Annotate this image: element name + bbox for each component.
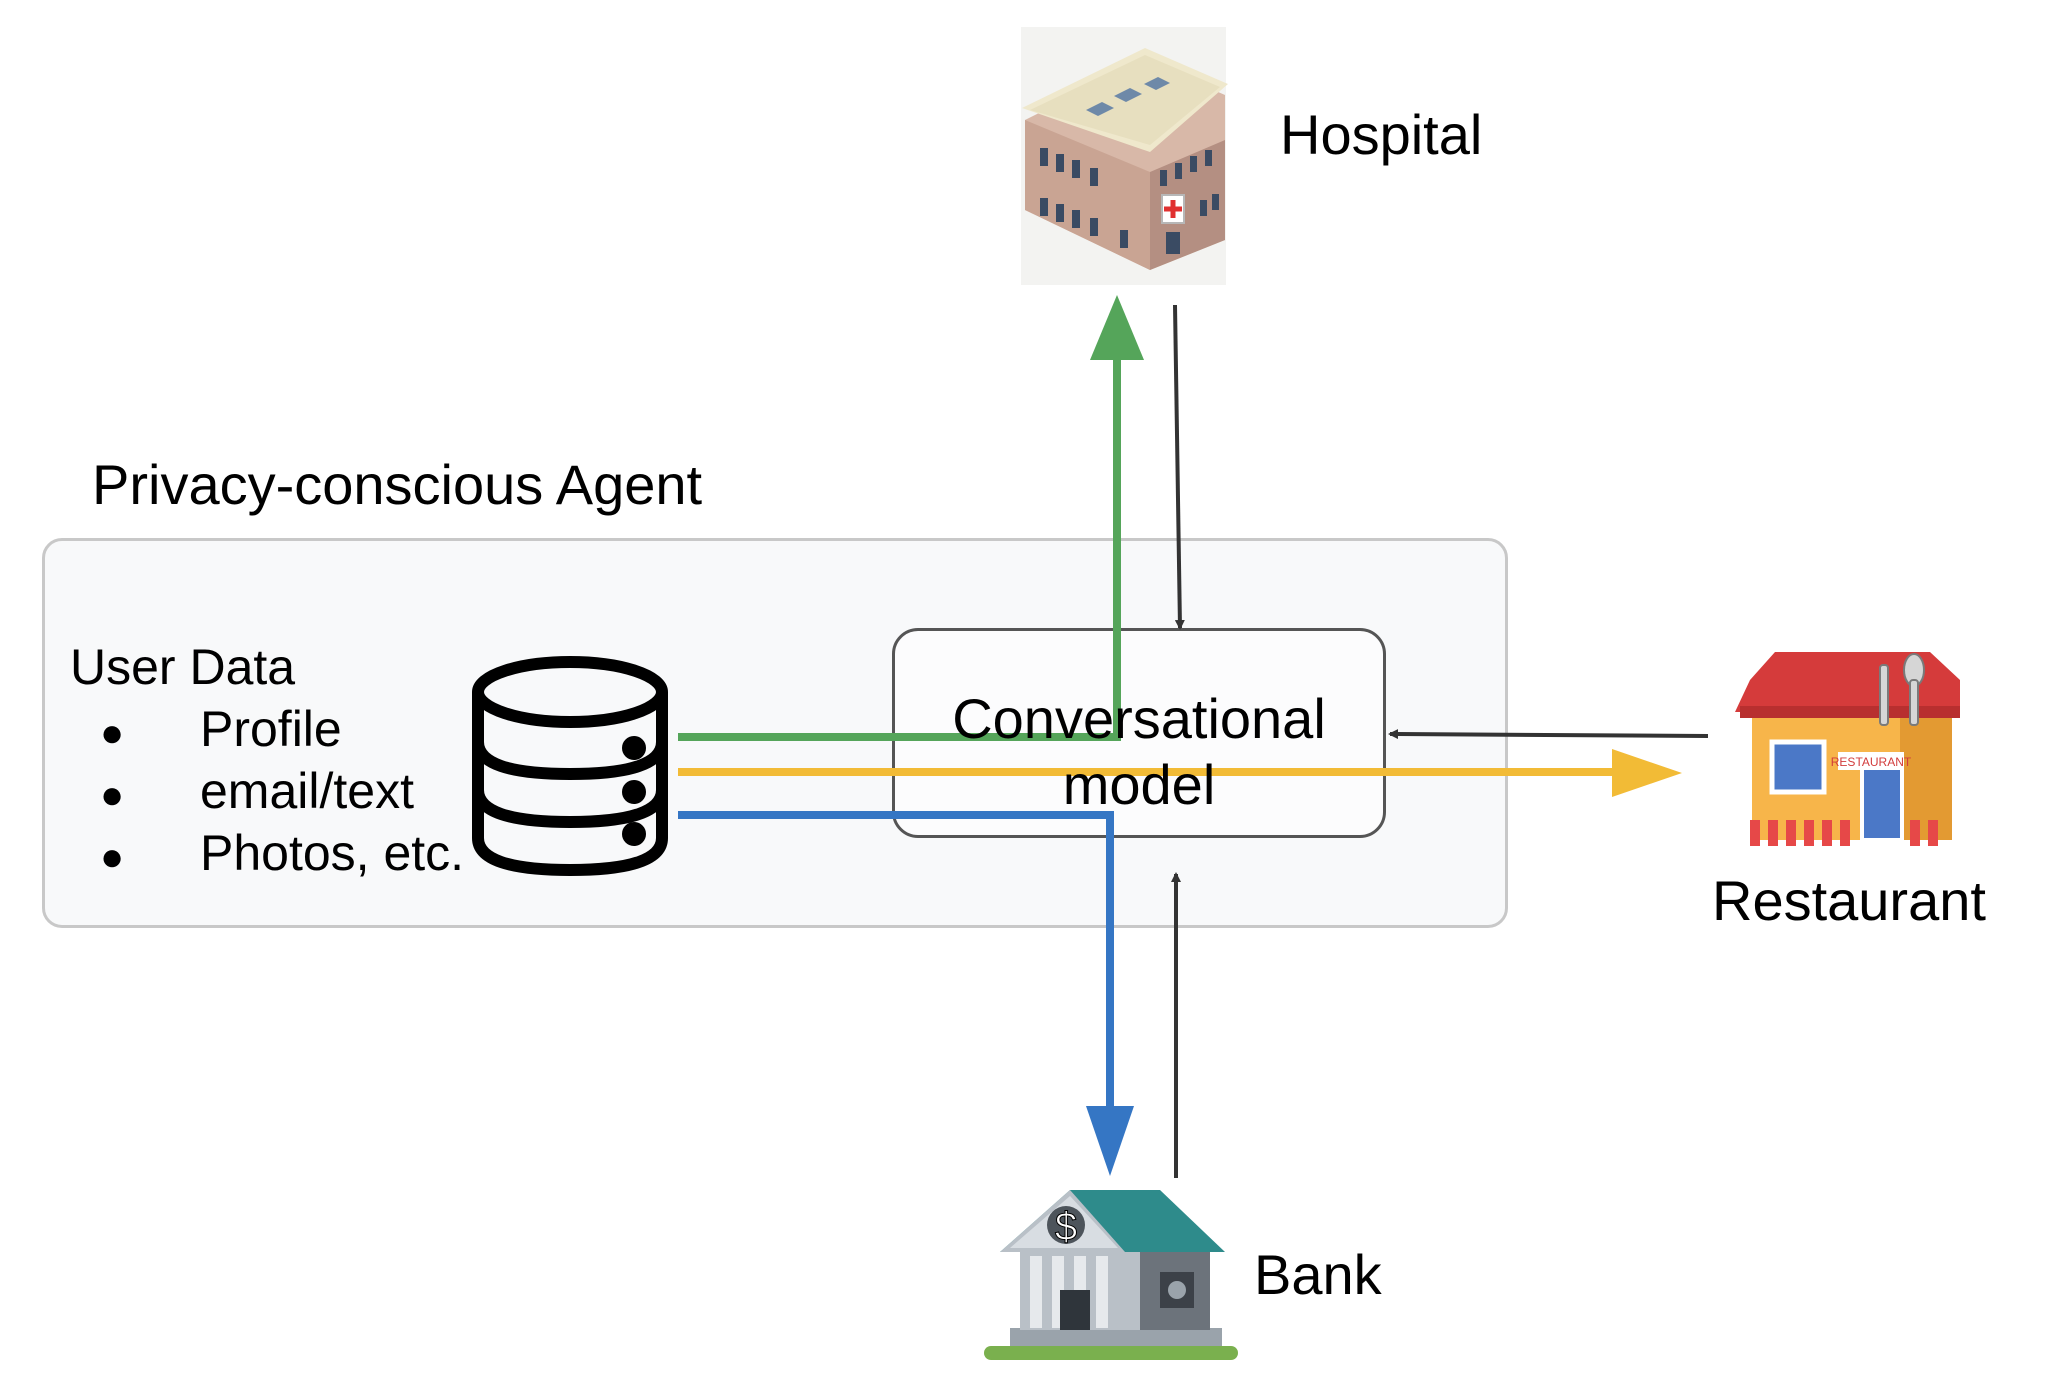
bullet: ● — [100, 835, 125, 879]
bullet: ● — [100, 773, 125, 817]
bank-data-flow — [678, 811, 1134, 1176]
hospital-data-flow — [678, 295, 1144, 741]
bank-icon: $ — [984, 1190, 1238, 1360]
user-data-item: ● email/text — [100, 762, 414, 820]
agent-title: Privacy-conscious Agent — [92, 453, 703, 516]
hospital-response-arrow — [1173, 304, 1185, 630]
restaurant-label: Restaurant — [1712, 869, 1986, 932]
bank-sign: $ — [1055, 1205, 1077, 1249]
restaurant-sign: RESTAURANT — [1831, 755, 1912, 769]
user-data-item: ● Photos, etc. — [100, 824, 464, 882]
bullet: ● — [100, 711, 125, 755]
hospital-label: Hospital — [1280, 103, 1482, 166]
user-data-title: User Data — [70, 639, 296, 695]
hospital-icon — [1021, 27, 1228, 285]
conversational-model-label: Conversational model — [952, 687, 1326, 816]
restaurant-icon: RESTAURANT — [1735, 652, 1960, 846]
bank-label: Bank — [1254, 1243, 1383, 1306]
user-data-item: ● Profile — [100, 700, 342, 758]
user-data-item-label: Photos, etc. — [200, 825, 465, 881]
restaurant-data-flow — [678, 749, 1682, 797]
user-data-item-label: Profile — [200, 701, 342, 757]
database-icon — [472, 656, 668, 877]
user-data-item-label: email/text — [200, 763, 414, 819]
restaurant-response-arrow — [1388, 729, 1709, 740]
